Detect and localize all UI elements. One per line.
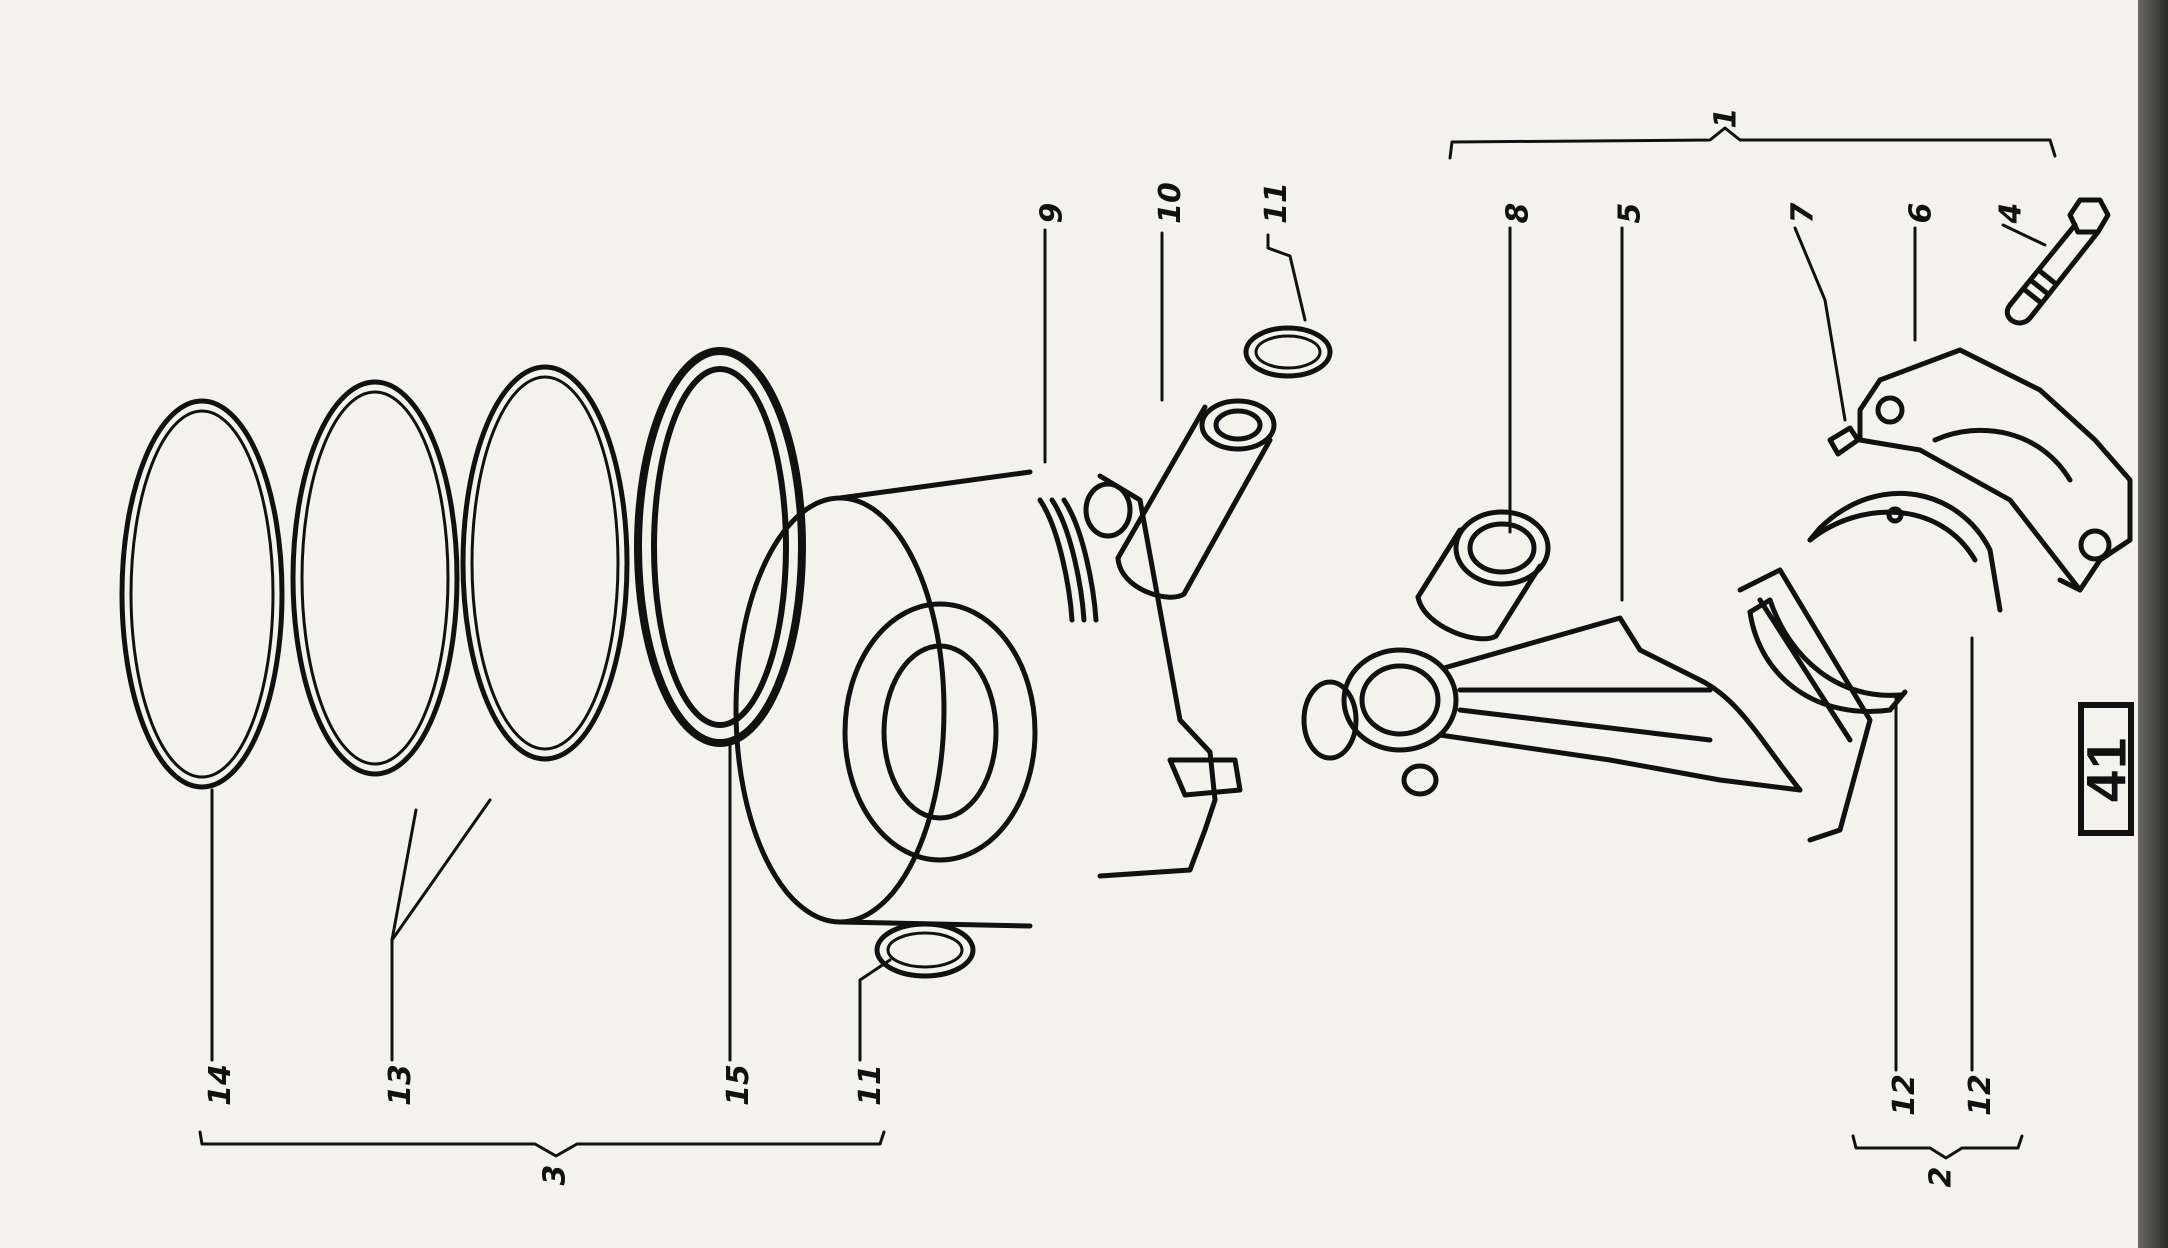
callout-5: 5 [1612, 202, 1648, 224]
bearing-cap-6 [1857, 347, 2133, 593]
piston-ring-13a [290, 379, 460, 777]
callout-11-bottom: 11 [852, 1064, 888, 1106]
callout-9: 9 [1034, 202, 1070, 224]
callout-14: 14 [202, 1064, 238, 1106]
bearing-shell-12a [1747, 597, 1908, 714]
callout-8: 8 [1500, 202, 1536, 224]
dowel-7 [1827, 425, 1861, 457]
piston-ring-15 [634, 347, 806, 747]
brace-2 [1851, 1134, 2024, 1160]
scan-edge-shadow [2138, 0, 2168, 1248]
callout-4: 4 [1993, 202, 2029, 224]
piston [733, 469, 1243, 929]
bushing-8 [1415, 509, 1551, 642]
page-number-badge: 41 [2075, 702, 2138, 836]
page-number: 41 [2074, 735, 2138, 803]
callout-12b: 12 [1962, 1074, 1998, 1116]
brace-3 [198, 1130, 886, 1158]
callout-15: 15 [720, 1064, 756, 1106]
connecting-rod-5 [1301, 567, 1873, 843]
callout-1: 1 [1708, 107, 1744, 129]
callout-13: 13 [382, 1064, 418, 1106]
piston-ring-14 [119, 398, 285, 790]
bolt-4 [2005, 197, 2111, 326]
callout-2: 2 [1923, 1166, 1959, 1188]
callout-10: 10 [1152, 182, 1188, 224]
callout-11-top: 11 [1258, 182, 1294, 224]
bearing-shell-12b [1807, 490, 2003, 613]
circlip-11-bottom [874, 921, 976, 979]
leader-lines [210, 223, 2047, 1072]
circlip-11-top [1243, 325, 1333, 379]
callout-7: 7 [1785, 202, 1821, 224]
callout-3: 3 [537, 1164, 573, 1186]
callout-6: 6 [1903, 202, 1939, 224]
piston-ring-13b [460, 364, 630, 762]
callout-12a: 12 [1886, 1074, 1922, 1116]
brace-1 [1448, 126, 2057, 160]
piston-pin-10 [1115, 398, 1277, 600]
